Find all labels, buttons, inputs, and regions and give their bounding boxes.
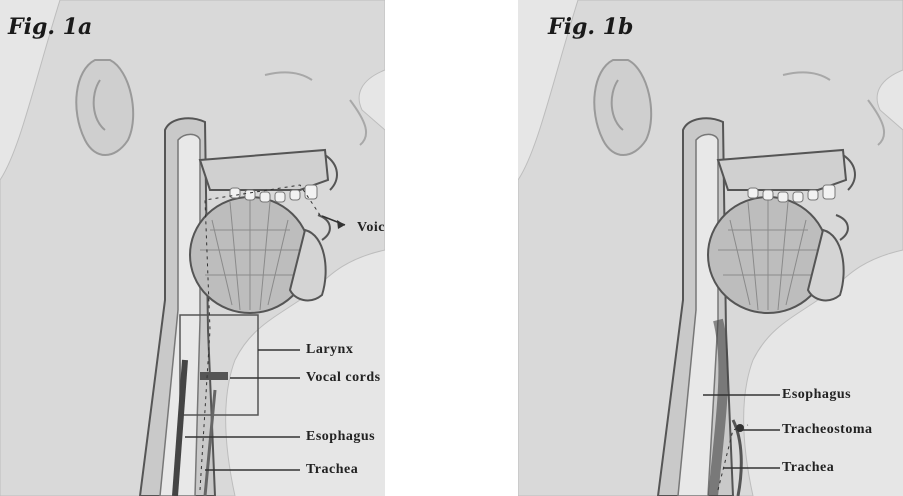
figure-1a-illustration (0, 0, 385, 496)
ear-icon (76, 60, 133, 155)
figure-1a-title: Fig. 1a (8, 14, 92, 40)
ear-icon (594, 60, 651, 155)
label-trachea-1b: Trachea (782, 460, 834, 476)
label-voice: Voice (357, 220, 385, 236)
figure-1b-panel: Fig. 1b Esophagus Tracheostoma Trachea (518, 0, 903, 496)
vocal-cords (200, 372, 228, 380)
figure-1a-panel: Fig. 1a Voice Larynx Vocal cords Esophag… (0, 0, 385, 496)
label-esophagus-1b: Esophagus (782, 387, 851, 403)
tracheostoma-opening (736, 424, 744, 432)
label-larynx: Larynx (306, 342, 353, 358)
figure-1b-title: Fig. 1b (548, 14, 633, 40)
label-trachea: Trachea (306, 462, 358, 478)
label-esophagus: Esophagus (306, 429, 375, 445)
label-tracheostoma: Tracheostoma (782, 422, 873, 438)
label-vocal-cords: Vocal cords (306, 370, 381, 386)
